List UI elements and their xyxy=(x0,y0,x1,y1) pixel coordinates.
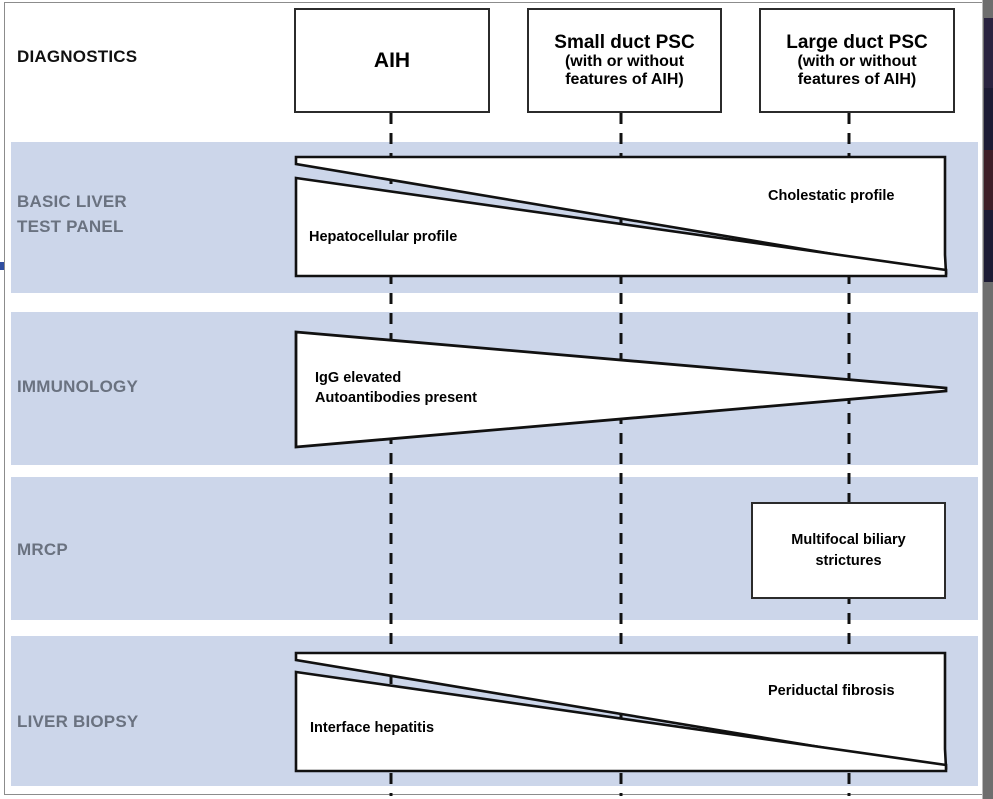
shape-periductal-fibrosis-overlay xyxy=(294,651,948,770)
row-label-basic-liver-test-panel-line1: BASIC LIVER xyxy=(17,192,127,211)
column-header-large-duct-psc[interactable]: Large duct PSC (with or without features… xyxy=(759,8,955,113)
shape-multifocal-biliary-strictures[interactable]: Multifocal biliary strictures xyxy=(751,502,946,599)
column-header-small-duct-psc[interactable]: Small duct PSC (with or without features… xyxy=(527,8,722,113)
shape-label-multifocal-biliary-strictures-line2: strictures xyxy=(815,552,882,569)
row-label-basic-liver-test-panel: BASIC LIVER TEST PANEL xyxy=(17,190,127,239)
column-header-large-duct-psc-line3: features of AIH) xyxy=(797,71,917,89)
row-label-basic-liver-test-panel-line2: TEST PANEL xyxy=(17,216,124,236)
shape-label-hepatocellular-profile: Hepatocellular profile xyxy=(309,229,458,245)
page-title: DIAGNOSTICS xyxy=(17,47,138,66)
shape-immunology-triangle-overlay xyxy=(294,330,948,449)
shape-label-multifocal-biliary-strictures-line1: Multifocal biliary xyxy=(791,532,906,549)
column-header-small-duct-psc-line2: (with or without xyxy=(564,53,685,71)
window-right-artifact-lower xyxy=(984,150,993,210)
window-edge-line xyxy=(982,0,983,799)
window-right-strip xyxy=(983,0,993,799)
shape-label-immunology-line1: IgG elevated xyxy=(315,370,402,386)
left-edge-marker xyxy=(0,262,4,270)
column-header-aih[interactable]: AIH xyxy=(294,8,490,113)
row-label-liver-biopsy: LIVER BIOPSY xyxy=(17,712,139,731)
shape-label-interface-hepatitis: Interface hepatitis xyxy=(310,720,435,736)
shape-cholestatic-profile-overlay xyxy=(294,155,948,275)
window-right-artifact-upper xyxy=(984,18,993,88)
shape-interface-hepatitis-overlay xyxy=(294,670,948,773)
shape-hepatocellular-profile-overlay xyxy=(294,176,948,278)
row-label-mrcp: MRCP xyxy=(17,540,68,559)
shape-label-immunology-line2: Autoantibodies present xyxy=(315,389,477,406)
shape-label-periductal-fibrosis: Periductal fibrosis xyxy=(768,683,895,699)
shape-label-cholestatic-profile: Cholestatic profile xyxy=(768,188,895,204)
column-header-small-duct-psc-line3: features of AIH) xyxy=(565,71,684,89)
column-header-large-duct-psc-line1: Large duct PSC xyxy=(786,31,928,53)
column-header-large-duct-psc-line2: (with or without xyxy=(797,53,917,71)
shape-label-immunology-triangle: IgG elevated Autoantibodies present xyxy=(315,369,477,408)
column-header-aih-label: AIH xyxy=(373,48,411,72)
column-header-small-duct-psc-line1: Small duct PSC xyxy=(554,31,695,53)
row-label-immunology: IMMUNOLOGY xyxy=(17,377,138,396)
